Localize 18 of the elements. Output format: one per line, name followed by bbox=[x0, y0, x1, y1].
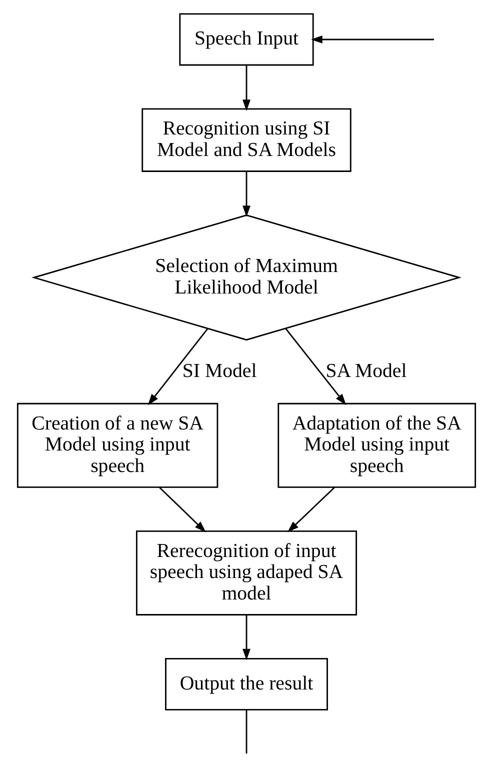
arrow bbox=[158, 486, 206, 532]
connector bbox=[245, 710, 247, 754]
arrow bbox=[287, 486, 335, 532]
arrow bbox=[242, 615, 250, 660]
arrow bbox=[242, 171, 250, 218]
node-box: Output the result bbox=[164, 658, 328, 710]
edge-label: SA Model bbox=[325, 360, 406, 382]
arrow bbox=[147, 328, 208, 406]
node-box: Rerecognition of input speech using adaped SA model bbox=[135, 530, 357, 616]
node-box: Creation of a new SA Model using input speech bbox=[16, 402, 218, 488]
edge-label: SI Model bbox=[182, 360, 256, 382]
node-box: Recognition using SI Model and SA Models bbox=[141, 108, 351, 172]
node-box: Speech Input bbox=[178, 13, 314, 66]
node-diamond: Selection of Maximum Likelihood Model bbox=[30, 214, 462, 341]
node-box: Adaptation of the SA Model using input speech bbox=[277, 402, 476, 488]
arrow bbox=[284, 328, 346, 406]
arrow bbox=[242, 65, 250, 111]
arrow bbox=[310, 36, 434, 44]
